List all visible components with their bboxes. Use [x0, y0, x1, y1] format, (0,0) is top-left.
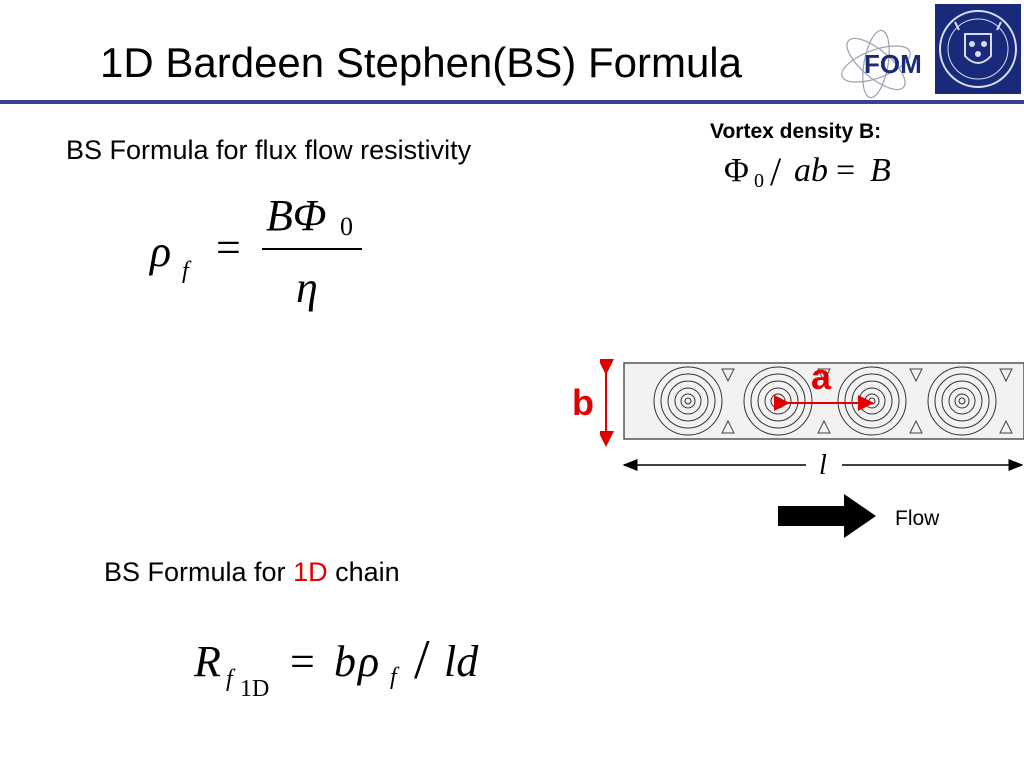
vortex-density-label: Vortex density B: — [710, 120, 882, 143]
slide-title: 1D Bardeen Stephen(BS) Formula — [100, 39, 742, 86]
label-a: a — [811, 356, 832, 397]
fom-logo-text: FOM — [864, 49, 922, 79]
label-l: l — [819, 450, 827, 481]
heading-chain: BS Formula for 1D chain — [104, 557, 400, 587]
formula-chain: R f 1D = b ρ f / ld — [194, 629, 479, 702]
university-seal — [935, 4, 1021, 94]
vortex-chain-diagram — [600, 359, 1024, 471]
title-rule — [0, 100, 1024, 104]
label-b: b — [572, 382, 594, 423]
flow-arrow-icon — [778, 494, 876, 538]
heading-resistivity: BS Formula for flux flow resistivity — [66, 135, 472, 165]
fom-logo: FOM — [841, 29, 922, 99]
formula-rho: ρ f = BΦ 0 η — [150, 190, 380, 320]
formula-vortex-density: Φ 0 / ab = B — [724, 149, 891, 194]
flow-label: Flow — [895, 507, 940, 530]
vortex-rings — [653, 366, 997, 436]
highlight-1d: 1D — [293, 557, 328, 587]
